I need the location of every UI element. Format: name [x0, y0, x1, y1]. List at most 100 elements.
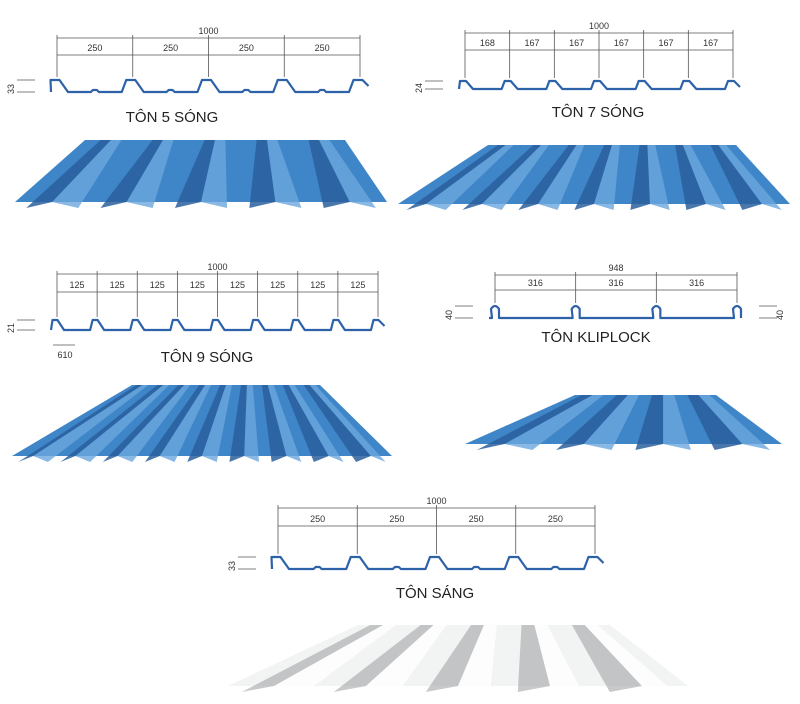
sheet-title: TÔN SÁNG [396, 585, 474, 602]
height-label-right: 40 [775, 310, 785, 320]
sheet-rib-shadow [476, 395, 593, 450]
pitch-label: 610 [57, 350, 72, 360]
sheet-profile [49, 78, 370, 94]
span-width-label: 250 [163, 43, 178, 53]
span-width-label: 125 [310, 280, 325, 290]
sheet-3d-illustration [465, 395, 782, 450]
sheet-rib-shadow [518, 145, 577, 210]
span-width-label: 250 [315, 43, 330, 53]
sheet-rib-shadow [517, 625, 550, 692]
sheet-rib-shadow [687, 395, 743, 450]
sheet-profile [489, 304, 743, 320]
span-width-label: 125 [110, 280, 125, 290]
span-width-label: 167 [658, 38, 673, 48]
sheet-rib-highlight [244, 385, 259, 462]
span-width-label: 168 [480, 38, 495, 48]
sheet-rib-highlight [33, 385, 149, 462]
sheet-rib-highlight [75, 385, 170, 462]
span-width-label: 316 [689, 278, 704, 288]
span-width-label: 167 [703, 38, 718, 48]
sheet-rib-shadow [18, 385, 143, 462]
sheet-rib-highlight [202, 385, 232, 462]
sheet-rib-shadow [187, 385, 226, 462]
sheet-title: TÔN KLIPLOCK [541, 329, 650, 346]
sheet-3d-illustration [398, 145, 790, 210]
height-label: 21 [6, 323, 16, 333]
sheet-rib-highlight [288, 385, 344, 462]
span-width-label: 250 [87, 43, 102, 53]
sheet-rib-shadow [462, 145, 542, 210]
sheet-rib-shadow [174, 140, 215, 208]
span-width-label: 250 [548, 514, 563, 524]
sheet-rib-highlight [366, 625, 447, 692]
span-width-label: 167 [524, 38, 539, 48]
dimension-lines: 1000 168 167 167 167 167 167 24 [414, 21, 734, 93]
sheet-rib-shadow [675, 145, 706, 210]
sheet-title: TÔN 7 SÓNG [552, 104, 645, 121]
sheet-rib-highlight [538, 145, 585, 210]
sheet-rib-shadow [26, 140, 111, 208]
sheet-rib-highlight [663, 395, 691, 450]
sheet-rib-highlight [718, 145, 782, 210]
sheet-3d-illustration [228, 625, 688, 692]
sheet-rib-shadow [333, 625, 434, 692]
sheet-rib-shadow [425, 625, 484, 692]
sheet-rib-highlight [274, 625, 397, 692]
sheet-rib-highlight [594, 145, 620, 210]
sheet-rib-shadow [303, 385, 371, 462]
span-width-label: 167 [614, 38, 629, 48]
sheet-rib-shadow [710, 145, 762, 210]
total-width-label: 1000 [426, 496, 446, 506]
span-width-label: 125 [350, 280, 365, 290]
sheet-rib-highlight [319, 140, 376, 208]
sheet-rib-highlight [698, 395, 771, 450]
sheet-rib-shadow [574, 145, 612, 210]
sheet-3d-illustration [12, 385, 392, 462]
sheet-rib-shadow [241, 625, 384, 692]
sheet-rib-shadow [630, 145, 650, 210]
sheet-rib-highlight [458, 625, 497, 692]
sheet-rib-highlight [126, 140, 174, 208]
sheet-rib-highlight [117, 385, 191, 462]
sheet-rib-shadow [556, 395, 628, 450]
span-width-label: 125 [70, 280, 85, 290]
sheet-rib-shadow [60, 385, 164, 462]
sheet-rib-highlight [583, 395, 639, 450]
sheet-rib-highlight [534, 625, 583, 692]
sheet-rib-highlight [267, 385, 302, 462]
sheet-rib-shadow [635, 395, 664, 450]
sheet-profile [49, 318, 386, 332]
sheet-rib-shadow [229, 385, 247, 462]
height-label: 40 [444, 310, 454, 320]
sheet-rib-highlight [682, 145, 726, 210]
sheet-rib-shadow [102, 385, 185, 462]
height-label: 33 [227, 561, 237, 571]
span-width-label: 250 [389, 514, 404, 524]
sheet-rib-highlight [482, 145, 549, 210]
sheet-rib-shadow [308, 140, 350, 208]
span-width-label: 125 [190, 280, 205, 290]
sheet-rib-highlight [201, 140, 228, 208]
sheet-rib-shadow [282, 385, 329, 462]
sheet-rib-highlight [504, 395, 604, 450]
sheet-rib-highlight [426, 145, 514, 210]
height-label: 24 [414, 83, 424, 93]
sheet-3d-illustration [15, 140, 387, 208]
total-width-label: 948 [608, 263, 623, 273]
sheet-rib-shadow [100, 140, 163, 208]
sheet-title: TÔN 5 SÓNG [126, 109, 219, 126]
total-width-label: 1000 [198, 26, 218, 36]
height-label: 33 [6, 84, 16, 94]
sheet-rib-highlight [309, 385, 386, 462]
total-width-label: 1000 [589, 21, 609, 31]
span-width-label: 167 [569, 38, 584, 48]
sheet-profile [270, 555, 605, 571]
